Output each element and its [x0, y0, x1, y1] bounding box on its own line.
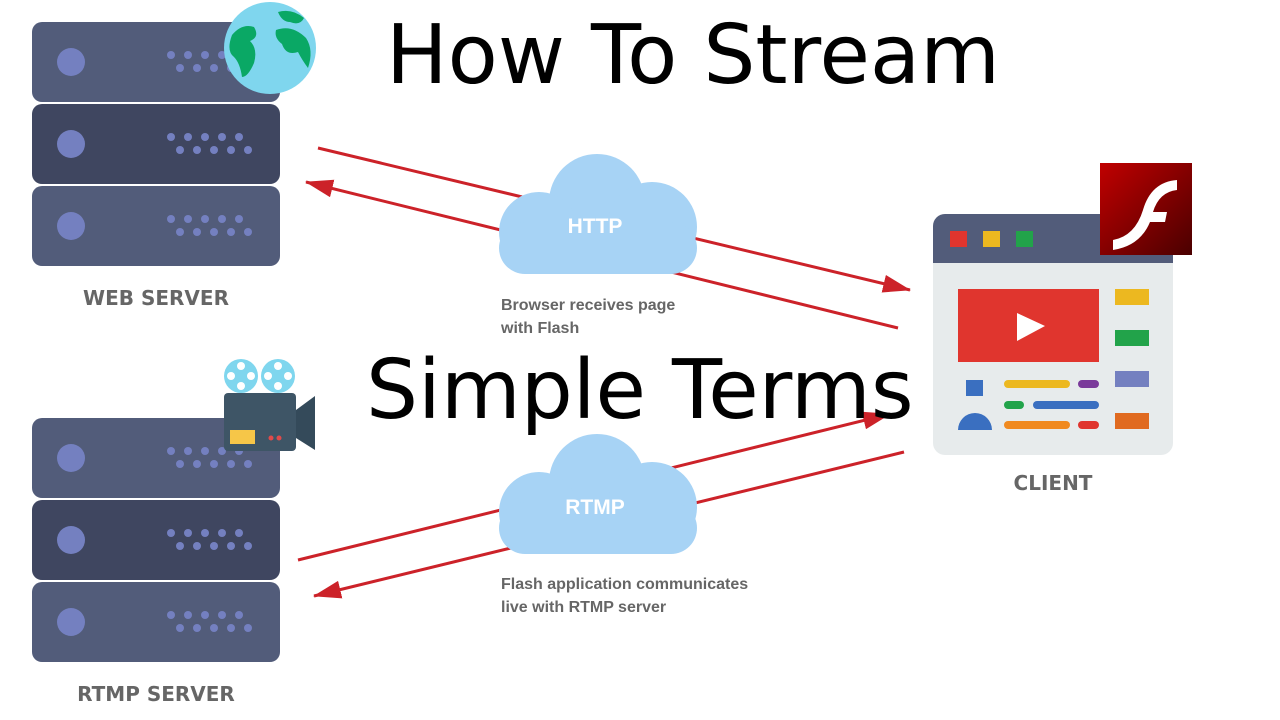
rtmp-cloud-label: RTMP [565, 496, 625, 519]
rtmp-caption-line: Flash application communicates [501, 576, 749, 593]
flash-logo-icon [1100, 163, 1192, 255]
title-top: How To Stream [386, 8, 1001, 103]
http-caption-line: Browser receives page [501, 297, 676, 314]
http-cloud-icon [499, 154, 697, 274]
http-caption: Browser receives page with Flash [501, 294, 675, 340]
rtmp-caption-line: live with RTMP server [501, 599, 667, 616]
http-cloud-label: HTTP [567, 215, 623, 238]
web-server-label: WEB SERVER [83, 286, 229, 310]
globe-icon [224, 2, 316, 94]
movie-camera-icon [224, 359, 315, 451]
rtmp-caption: Flash application communicates live with… [501, 573, 748, 619]
rtmp-server-icon [32, 418, 280, 662]
client-label: CLIENT [1013, 471, 1093, 495]
client-browser-icon [933, 214, 1173, 455]
http-caption-line: with Flash [501, 320, 580, 337]
rtmp-cloud-icon [499, 434, 697, 554]
rtmp-server-label: RTMP SERVER [77, 682, 235, 706]
title-bottom: Simple Terms [366, 343, 914, 438]
